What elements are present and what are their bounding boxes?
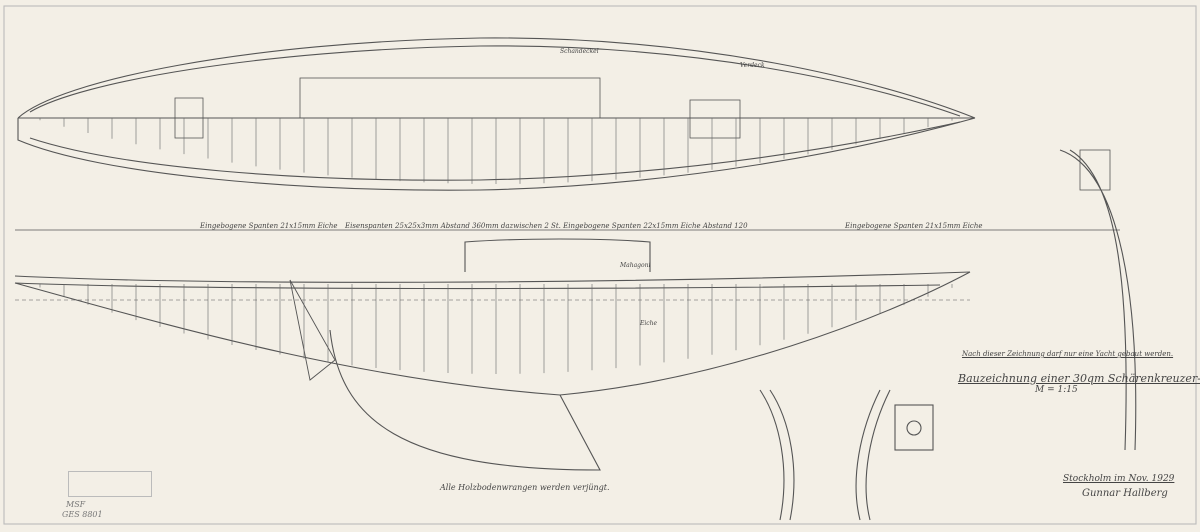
- signature: Gunnar Hallberg: [1082, 488, 1168, 499]
- floor-note: Alle Holzbodenwrangen werden verjüngt.: [440, 483, 610, 492]
- midship-section: [1059, 149, 1137, 451]
- frame-note-left: Eingebogene Spanten 21x15mm Eiche: [200, 222, 338, 230]
- archive-line-2: GES 8801: [62, 510, 103, 519]
- fin-keel: [329, 329, 601, 471]
- archive-stamp: [68, 471, 152, 497]
- hatch-plan: [689, 99, 741, 139]
- sheer-line: [14, 271, 971, 283]
- deck-line: [14, 282, 941, 290]
- build-notice: Nach dieser Zeichnung darf nur eine Yach…: [962, 350, 1174, 358]
- cockpit-plan: [174, 97, 204, 139]
- archive-line-1: MSF: [66, 500, 86, 509]
- cabin-plan: [299, 77, 601, 119]
- label-deck: Verdeck: [740, 62, 765, 69]
- rudder: [289, 279, 336, 381]
- deck-plan-inner: [29, 45, 961, 117]
- hull-bottom: [14, 271, 971, 396]
- frame-note-right: Eingebogene Spanten 21x15mm Eiche: [845, 222, 983, 230]
- label-planking: Mahagoni: [620, 262, 651, 269]
- fitting-detail: [894, 404, 934, 451]
- frame-detail-1: [759, 389, 795, 521]
- sheet-border: [3, 5, 1197, 525]
- label-keel: Eiche: [640, 320, 658, 327]
- frame-detail-2: [855, 389, 891, 521]
- keel-plan-inner: [29, 121, 961, 181]
- keel-plan-line: [17, 117, 976, 191]
- drawing-title: Bauzeichnung einer 30qm Schärenkreuzer-Y…: [958, 372, 1200, 385]
- cabin-profile: [464, 238, 651, 272]
- drawing-scale: M = 1:15: [1035, 385, 1078, 395]
- deck-plan-outline: [17, 37, 976, 119]
- label-sheer: Schandeckel: [560, 48, 599, 55]
- place-date: Stockholm im Nov. 1929: [1063, 474, 1175, 484]
- frame-note-center: Eisenspanten 25x25x3mm Abstand 360mm daz…: [345, 222, 748, 230]
